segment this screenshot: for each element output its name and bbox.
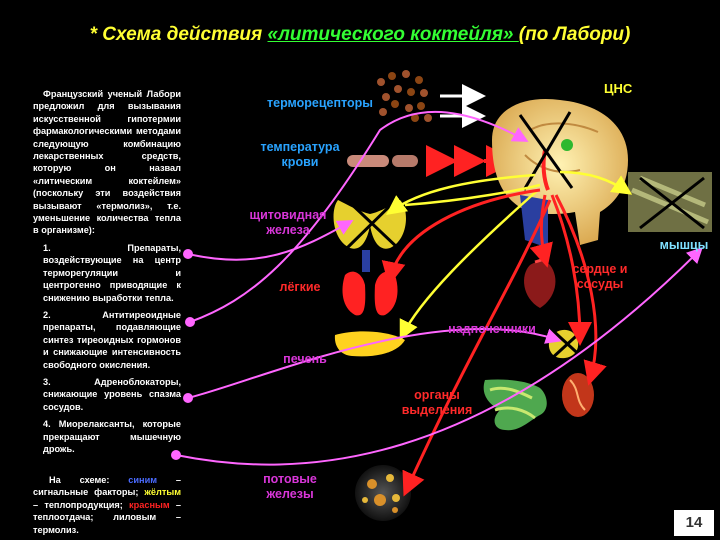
heat-production-arrows <box>385 170 633 341</box>
description-text: Французский ученый Лабори предложил для … <box>33 88 181 460</box>
legend-intro: На схеме: <box>49 475 129 485</box>
thermoreceptor-particles <box>377 70 432 122</box>
legend-purple-text: лиловым – термолиз. <box>33 512 181 535</box>
label-thyroid: щитовидная железа <box>249 208 327 237</box>
description-intro: Французский ученый Лабори предложил для … <box>33 89 181 236</box>
title-accent: «литического коктейля» <box>267 24 519 45</box>
title-suffix: (по Лабори) <box>518 24 631 45</box>
thermolysis-arrows <box>171 110 703 466</box>
legend-yellow-word: жёлтым <box>144 487 181 498</box>
lungs-illustration <box>342 250 398 316</box>
label-blood-temperature: температура крови <box>260 140 340 169</box>
label-liver: печень <box>283 352 327 366</box>
label-thermoreceptors: терморецепторы <box>267 96 373 110</box>
label-lungs: лёгкие <box>279 280 321 294</box>
slide-title: * Схема действия «литического коктейля» … <box>0 24 720 46</box>
description-item-3: 3. Адреноблокаторы, снижающие уровень сп… <box>43 376 181 412</box>
legend-blue-word: синим <box>128 475 158 485</box>
legend-text: На схеме: синим – сигнальные факторы; жё… <box>33 474 181 536</box>
sweat-gland-illustration <box>355 465 411 521</box>
label-heart-vessels: сердце и сосуды <box>572 262 628 291</box>
legend-red-word: красным <box>129 499 170 510</box>
label-adrenals: надпочечники <box>448 322 536 336</box>
excretory-illustration <box>483 373 594 431</box>
title-prefix: * Схема действия <box>89 24 268 45</box>
legend-blue-text: – сигнальные факторы; <box>33 475 181 498</box>
heat-loss-arrows <box>381 188 607 497</box>
label-sweat-glands: потовые железы <box>263 472 317 501</box>
legend-red-text: – теплоотдача; <box>33 499 181 523</box>
brain-illustration <box>492 98 628 248</box>
label-muscles: мышцы <box>659 238 709 252</box>
description-item-1: 1. Препараты, воздействующие на центр те… <box>43 242 181 303</box>
description-item-2: 2. Антитиреоидные препараты, подавляющие… <box>43 309 181 370</box>
legend-yellow-text: – теплопродукция; <box>33 499 130 510</box>
page-number: 14 <box>674 510 714 536</box>
label-excretory-organs: органы выделения <box>401 388 473 417</box>
label-cns: ЦНС <box>604 81 633 96</box>
muscle-illustration <box>628 172 712 232</box>
heart-illustration <box>524 256 556 308</box>
description-item-4: 4. Миорелаксанты, которые прекращают мыш… <box>43 419 181 454</box>
